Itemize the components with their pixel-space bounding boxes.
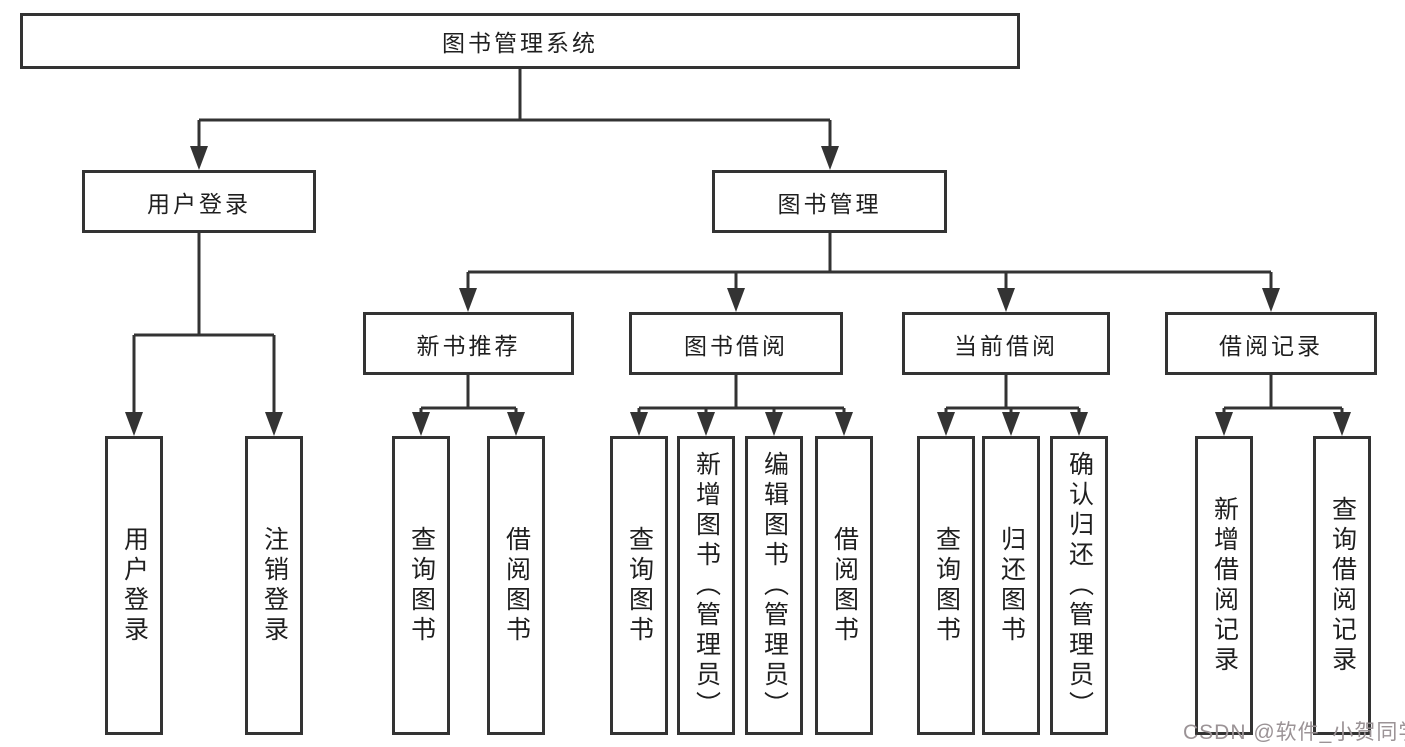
node-book-management: 图书管理 — [712, 170, 947, 233]
arrow-down-icon — [727, 288, 745, 312]
arrow-down-icon — [1262, 288, 1280, 312]
arrow-down-icon — [1215, 412, 1233, 436]
node-new-book-recommend: 新书推荐 — [363, 312, 574, 375]
arrow-down-icon — [835, 412, 853, 436]
leaf-bb-edit-books-admin: 编辑图书（管理员） — [745, 436, 803, 735]
arrow-down-icon — [412, 412, 430, 436]
node-book-borrow: 图书借阅 — [629, 312, 843, 375]
arrow-down-icon — [1333, 412, 1351, 436]
leaf-bb-query-books: 查询图书 — [610, 436, 668, 735]
node-library-system: 图书管理系统 — [20, 13, 1020, 69]
leaf-bb-borrow-books: 借阅图书 — [815, 436, 873, 735]
node-current-borrow: 当前借阅 — [902, 312, 1110, 375]
leaf-user-login: 用户登录 — [105, 436, 163, 735]
arrow-down-icon — [1070, 412, 1088, 436]
leaf-logout: 注销登录 — [245, 436, 303, 735]
arrow-down-icon — [459, 288, 477, 312]
arrow-down-icon — [697, 412, 715, 436]
arrow-down-icon — [821, 146, 839, 170]
leaf-cb-query-books: 查询图书 — [917, 436, 975, 735]
leaf-cb-return-books: 归还图书 — [982, 436, 1040, 735]
leaf-nb-borrow-books: 借阅图书 — [487, 436, 545, 735]
leaf-cb-confirm-return-admin: 确认归还（管理员） — [1050, 436, 1108, 735]
node-borrow-records: 借阅记录 — [1165, 312, 1377, 375]
leaf-nb-query-books: 查询图书 — [392, 436, 450, 735]
arrow-down-icon — [997, 288, 1015, 312]
arrow-down-icon — [125, 412, 143, 436]
leaf-bb-add-books-admin: 新增图书（管理员） — [677, 436, 735, 735]
arrow-down-icon — [507, 412, 525, 436]
arrow-down-icon — [265, 412, 283, 436]
arrow-down-icon — [765, 412, 783, 436]
watermark: CSDN @软件_小贺同学 — [1183, 721, 1405, 744]
arrow-down-icon — [937, 412, 955, 436]
arrow-down-icon — [630, 412, 648, 436]
leaf-br-add-record: 新增借阅记录 — [1195, 436, 1253, 735]
leaf-br-query-record: 查询借阅记录 — [1313, 436, 1371, 735]
arrow-down-icon — [1002, 412, 1020, 436]
node-user-login: 用户登录 — [82, 170, 316, 233]
arrow-down-icon — [190, 146, 208, 170]
